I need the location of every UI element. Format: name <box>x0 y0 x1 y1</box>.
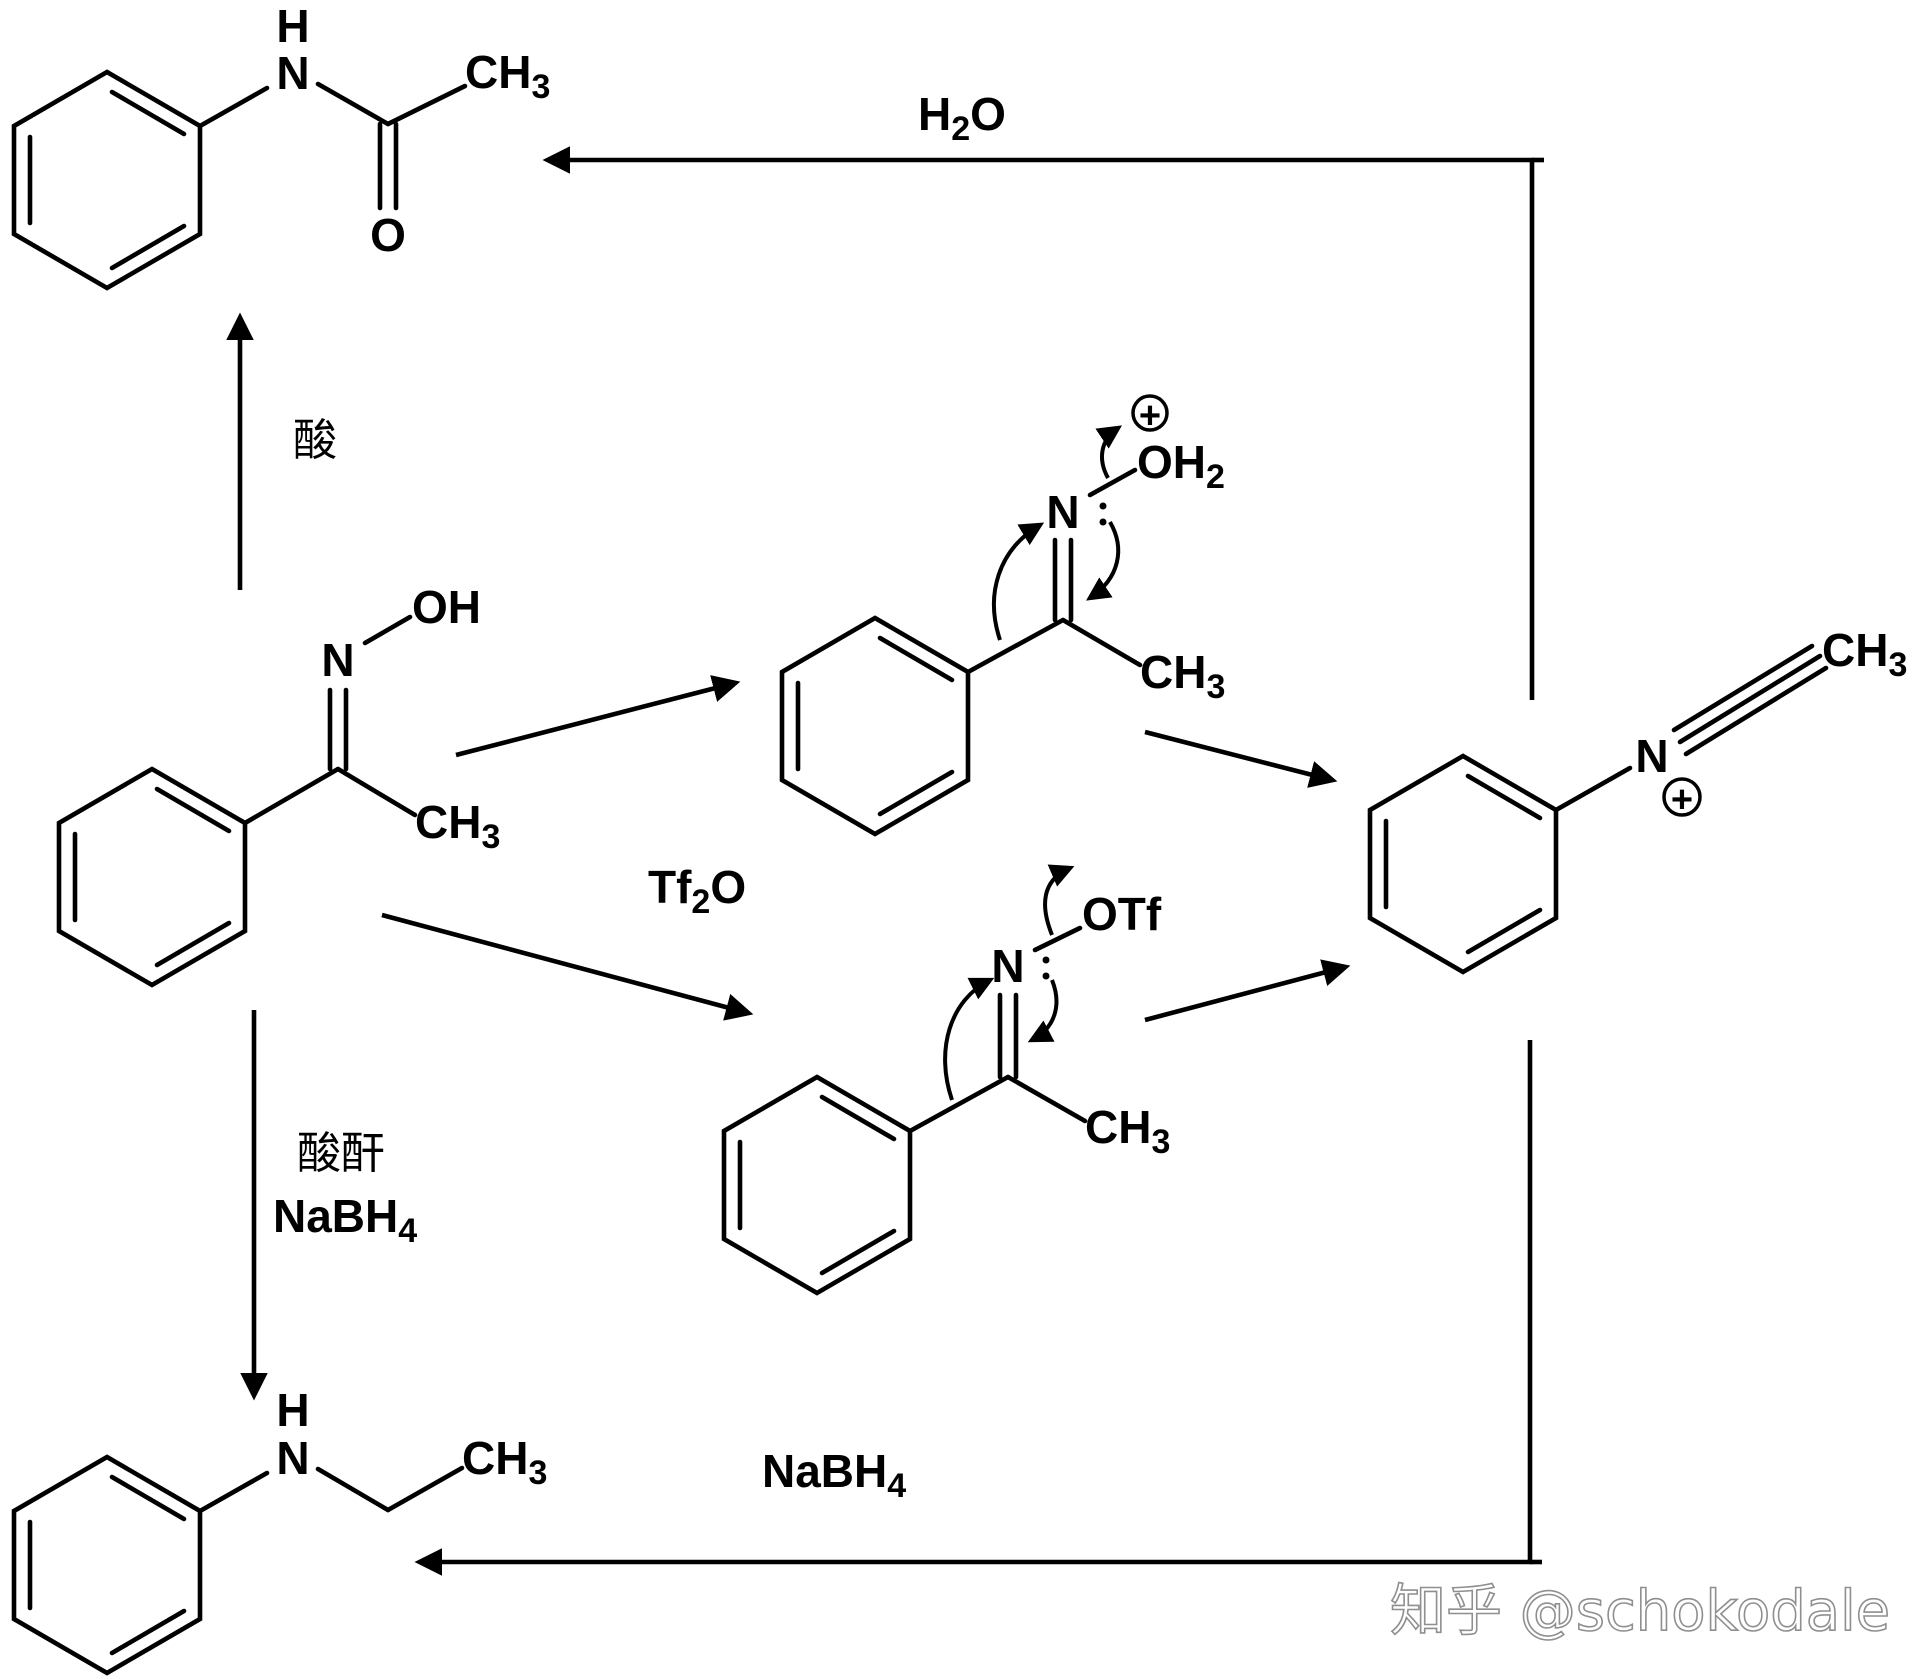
curved-arrow-leaving-group <box>1095 425 1122 479</box>
curved-arrow-pi-bond <box>1027 979 1059 1043</box>
reagent-anhydride: 酸酐 <box>297 1128 385 1179</box>
benzene-ring <box>1367 753 1559 975</box>
arrow-triflate-to-nitrilium <box>1144 959 1351 1023</box>
lone-pair-dot <box>1042 972 1050 980</box>
methyl-label: CH3 <box>1140 646 1225 706</box>
reagent-nabh4-bottom: NaBH4 <box>762 1445 906 1505</box>
reagent-acid: 酸 <box>293 415 337 466</box>
water-leaving-group-label: OH2 <box>1137 436 1225 496</box>
protonated-oxime-molecule: N OH2 + CH3 <box>779 394 1225 837</box>
curved-arrow-pi-bond <box>1086 521 1121 601</box>
nitrilium-ion-molecule: N CH3 + <box>1367 624 1907 975</box>
protonated-nitrogen: N <box>1046 486 1079 538</box>
reagent-labels: H2O 酸 Tf2O 酸酐 NaBH4 NaBH4 <box>273 88 1006 1505</box>
lone-pair-dot <box>1042 956 1050 964</box>
n-ethylaniline-molecule: H N CH3 <box>11 1384 547 1676</box>
svg-text:+: + <box>1671 779 1693 821</box>
arrow-nitrilium-reduction <box>414 1040 1533 1576</box>
positive-charge: + <box>1131 394 1169 437</box>
acetophenone-oxime-molecule: N OH CH3 <box>56 581 500 988</box>
benzene-ring <box>779 615 971 837</box>
svg-text:+: + <box>1139 395 1161 437</box>
curved-arrow-leaving-group <box>1043 864 1075 936</box>
amine-nitrogen: N <box>276 1432 309 1484</box>
methyl-label: CH3 <box>465 46 550 106</box>
triflate-nitrogen: N <box>991 940 1024 992</box>
watermark: 知乎 @schokodale <box>1390 1579 1890 1644</box>
reagent-tf2o: Tf2O <box>648 861 746 921</box>
acetanilide-molecule: H N CH3 O <box>11 0 550 291</box>
benzene-ring <box>721 1074 913 1296</box>
benzene-ring <box>11 1454 203 1676</box>
arrow-oxime-to-triflate <box>381 912 754 1021</box>
arrow-nitrilium-hydrolysis <box>542 146 1535 700</box>
oxime-nitrogen: N <box>321 634 354 686</box>
carbonyl-oxygen: O <box>370 209 406 261</box>
amide-nitrogen-h: H <box>276 0 309 52</box>
nitrilium-nitrogen: N <box>1635 730 1668 782</box>
arrow-oxime-to-protonated <box>455 675 741 758</box>
benzene-ring <box>11 69 203 291</box>
reagent-nabh4-left: NaBH4 <box>273 1190 417 1250</box>
triflate-leaving-group-label: OTf <box>1082 888 1162 940</box>
curved-arrow-migration <box>992 522 1045 641</box>
amine-nitrogen-h: H <box>276 1384 309 1436</box>
arrow-protonated-to-nitrilium <box>1144 729 1338 788</box>
amide-nitrogen: N <box>276 47 309 99</box>
methyl-label: CH3 <box>1822 624 1907 684</box>
reaction-arrows <box>226 146 1544 1576</box>
methyl-label: CH3 <box>462 1432 547 1492</box>
curved-arrow-migration <box>943 977 995 1101</box>
methyl-label: CH3 <box>415 796 500 856</box>
lone-pair-dot <box>1099 502 1107 510</box>
hydroxyl-label: OH <box>412 581 481 633</box>
benzene-ring <box>56 766 248 988</box>
reagent-water: H2O <box>918 88 1006 148</box>
methyl-label: CH3 <box>1085 1101 1170 1161</box>
positive-charge: + <box>1662 777 1702 821</box>
oxime-triflate-molecule: N OTf CH3 <box>721 864 1170 1296</box>
lone-pair-dot <box>1099 518 1107 526</box>
